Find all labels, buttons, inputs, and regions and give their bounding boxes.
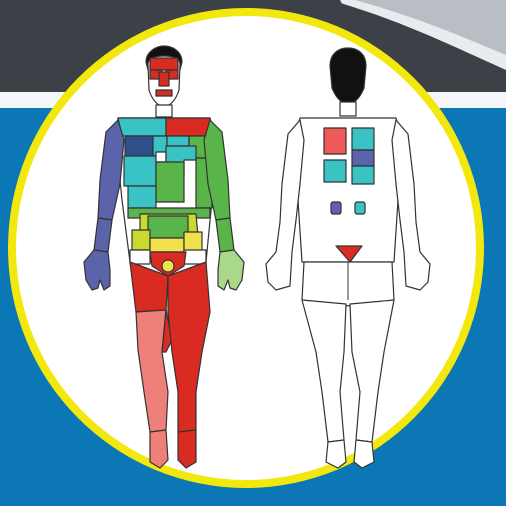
nose-region xyxy=(159,72,169,86)
back-navy-right xyxy=(352,150,374,166)
abdomen-green-mid xyxy=(156,162,184,202)
navel-green xyxy=(148,216,188,238)
lower-belly-yellow xyxy=(150,238,184,252)
back-head xyxy=(330,48,366,104)
pelvis-white-left xyxy=(130,250,150,264)
back-body-figure xyxy=(266,48,430,468)
mouth-region xyxy=(156,90,172,96)
front-body-figure xyxy=(84,46,244,468)
abdomen-small-white xyxy=(156,152,166,162)
left-hand xyxy=(218,250,244,290)
pelvis-white-right xyxy=(184,250,206,264)
back-left-leg xyxy=(302,300,346,442)
back-teal-upper-right xyxy=(352,128,374,150)
back-red-region xyxy=(324,128,346,154)
forehead-region xyxy=(150,58,178,70)
abdomen-teal-lower xyxy=(128,186,156,208)
right-foot xyxy=(150,430,168,468)
lower-belly-yellow-right xyxy=(184,232,202,252)
upper-chest-left-teal xyxy=(167,136,189,146)
abdomen-teal-left xyxy=(124,156,156,186)
back-lumbar-right xyxy=(355,202,365,214)
right-forearm xyxy=(94,218,112,252)
left-foot xyxy=(178,430,196,468)
back-teal-lower-right xyxy=(352,166,374,184)
front-neck xyxy=(156,105,172,117)
groin-circle xyxy=(162,260,174,272)
left-thigh xyxy=(168,262,210,432)
back-lumbar-left xyxy=(331,202,341,214)
back-left-foot xyxy=(326,440,346,468)
right-chest-region xyxy=(118,118,166,136)
back-teal-lower-left xyxy=(324,160,346,182)
back-right-foot xyxy=(354,440,374,468)
back-torso xyxy=(294,118,402,262)
left-forearm xyxy=(216,218,234,252)
right-leg-lower xyxy=(136,310,168,432)
back-right-leg xyxy=(350,300,394,442)
lower-belly-lime xyxy=(132,230,150,250)
upper-chest-right-block xyxy=(125,136,153,156)
right-upper-arm xyxy=(98,120,124,220)
right-hand xyxy=(84,250,110,290)
back-neck xyxy=(340,102,356,116)
